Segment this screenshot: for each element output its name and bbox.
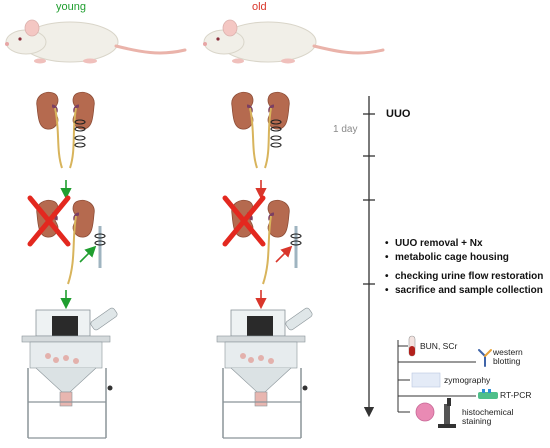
procedure-steps: UUO removal + Nx metabolic cage housing …: [385, 238, 545, 299]
old-rat-icon: [201, 18, 385, 65]
step-item: checking urine flow restoration: [385, 271, 545, 282]
old-kidneys-uuo: [230, 90, 291, 169]
young-kidneys-nx: [27, 195, 106, 285]
microscope-icon: [415, 398, 456, 428]
old-group-label: old: [252, 1, 267, 13]
young-kidneys-uuo: [35, 90, 96, 169]
step-item: sacrifice and sample collection: [385, 285, 545, 296]
antibody-icon: [478, 349, 492, 367]
assay-label-bun: BUN, SCr: [420, 341, 458, 351]
assay-tree: [397, 340, 476, 413]
step-item: UUO removal + Nx: [385, 238, 545, 249]
timeline-axis: [363, 96, 375, 418]
assay-label-western: western blotting: [493, 347, 523, 366]
uuo-step-label: UUO: [386, 108, 411, 120]
assay-label-rtpcr: RT-PCR: [500, 390, 532, 400]
old-metabolic-cage-icon: [216, 306, 315, 439]
blood-tube-icon: [408, 335, 416, 357]
young-group-label: young: [56, 1, 86, 13]
day-duration-label: 1 day: [333, 124, 358, 135]
assay-label-histochemical: histochemical staining: [462, 407, 514, 426]
gel-icon: [411, 372, 441, 388]
assay-label-zymography: zymography: [444, 375, 491, 385]
pcr-icon: [478, 389, 498, 399]
young-metabolic-cage-icon: [21, 306, 120, 439]
old-kidneys-nx: [222, 195, 302, 285]
young-rat-icon: [3, 18, 187, 65]
step-item: metabolic cage housing: [385, 252, 545, 263]
